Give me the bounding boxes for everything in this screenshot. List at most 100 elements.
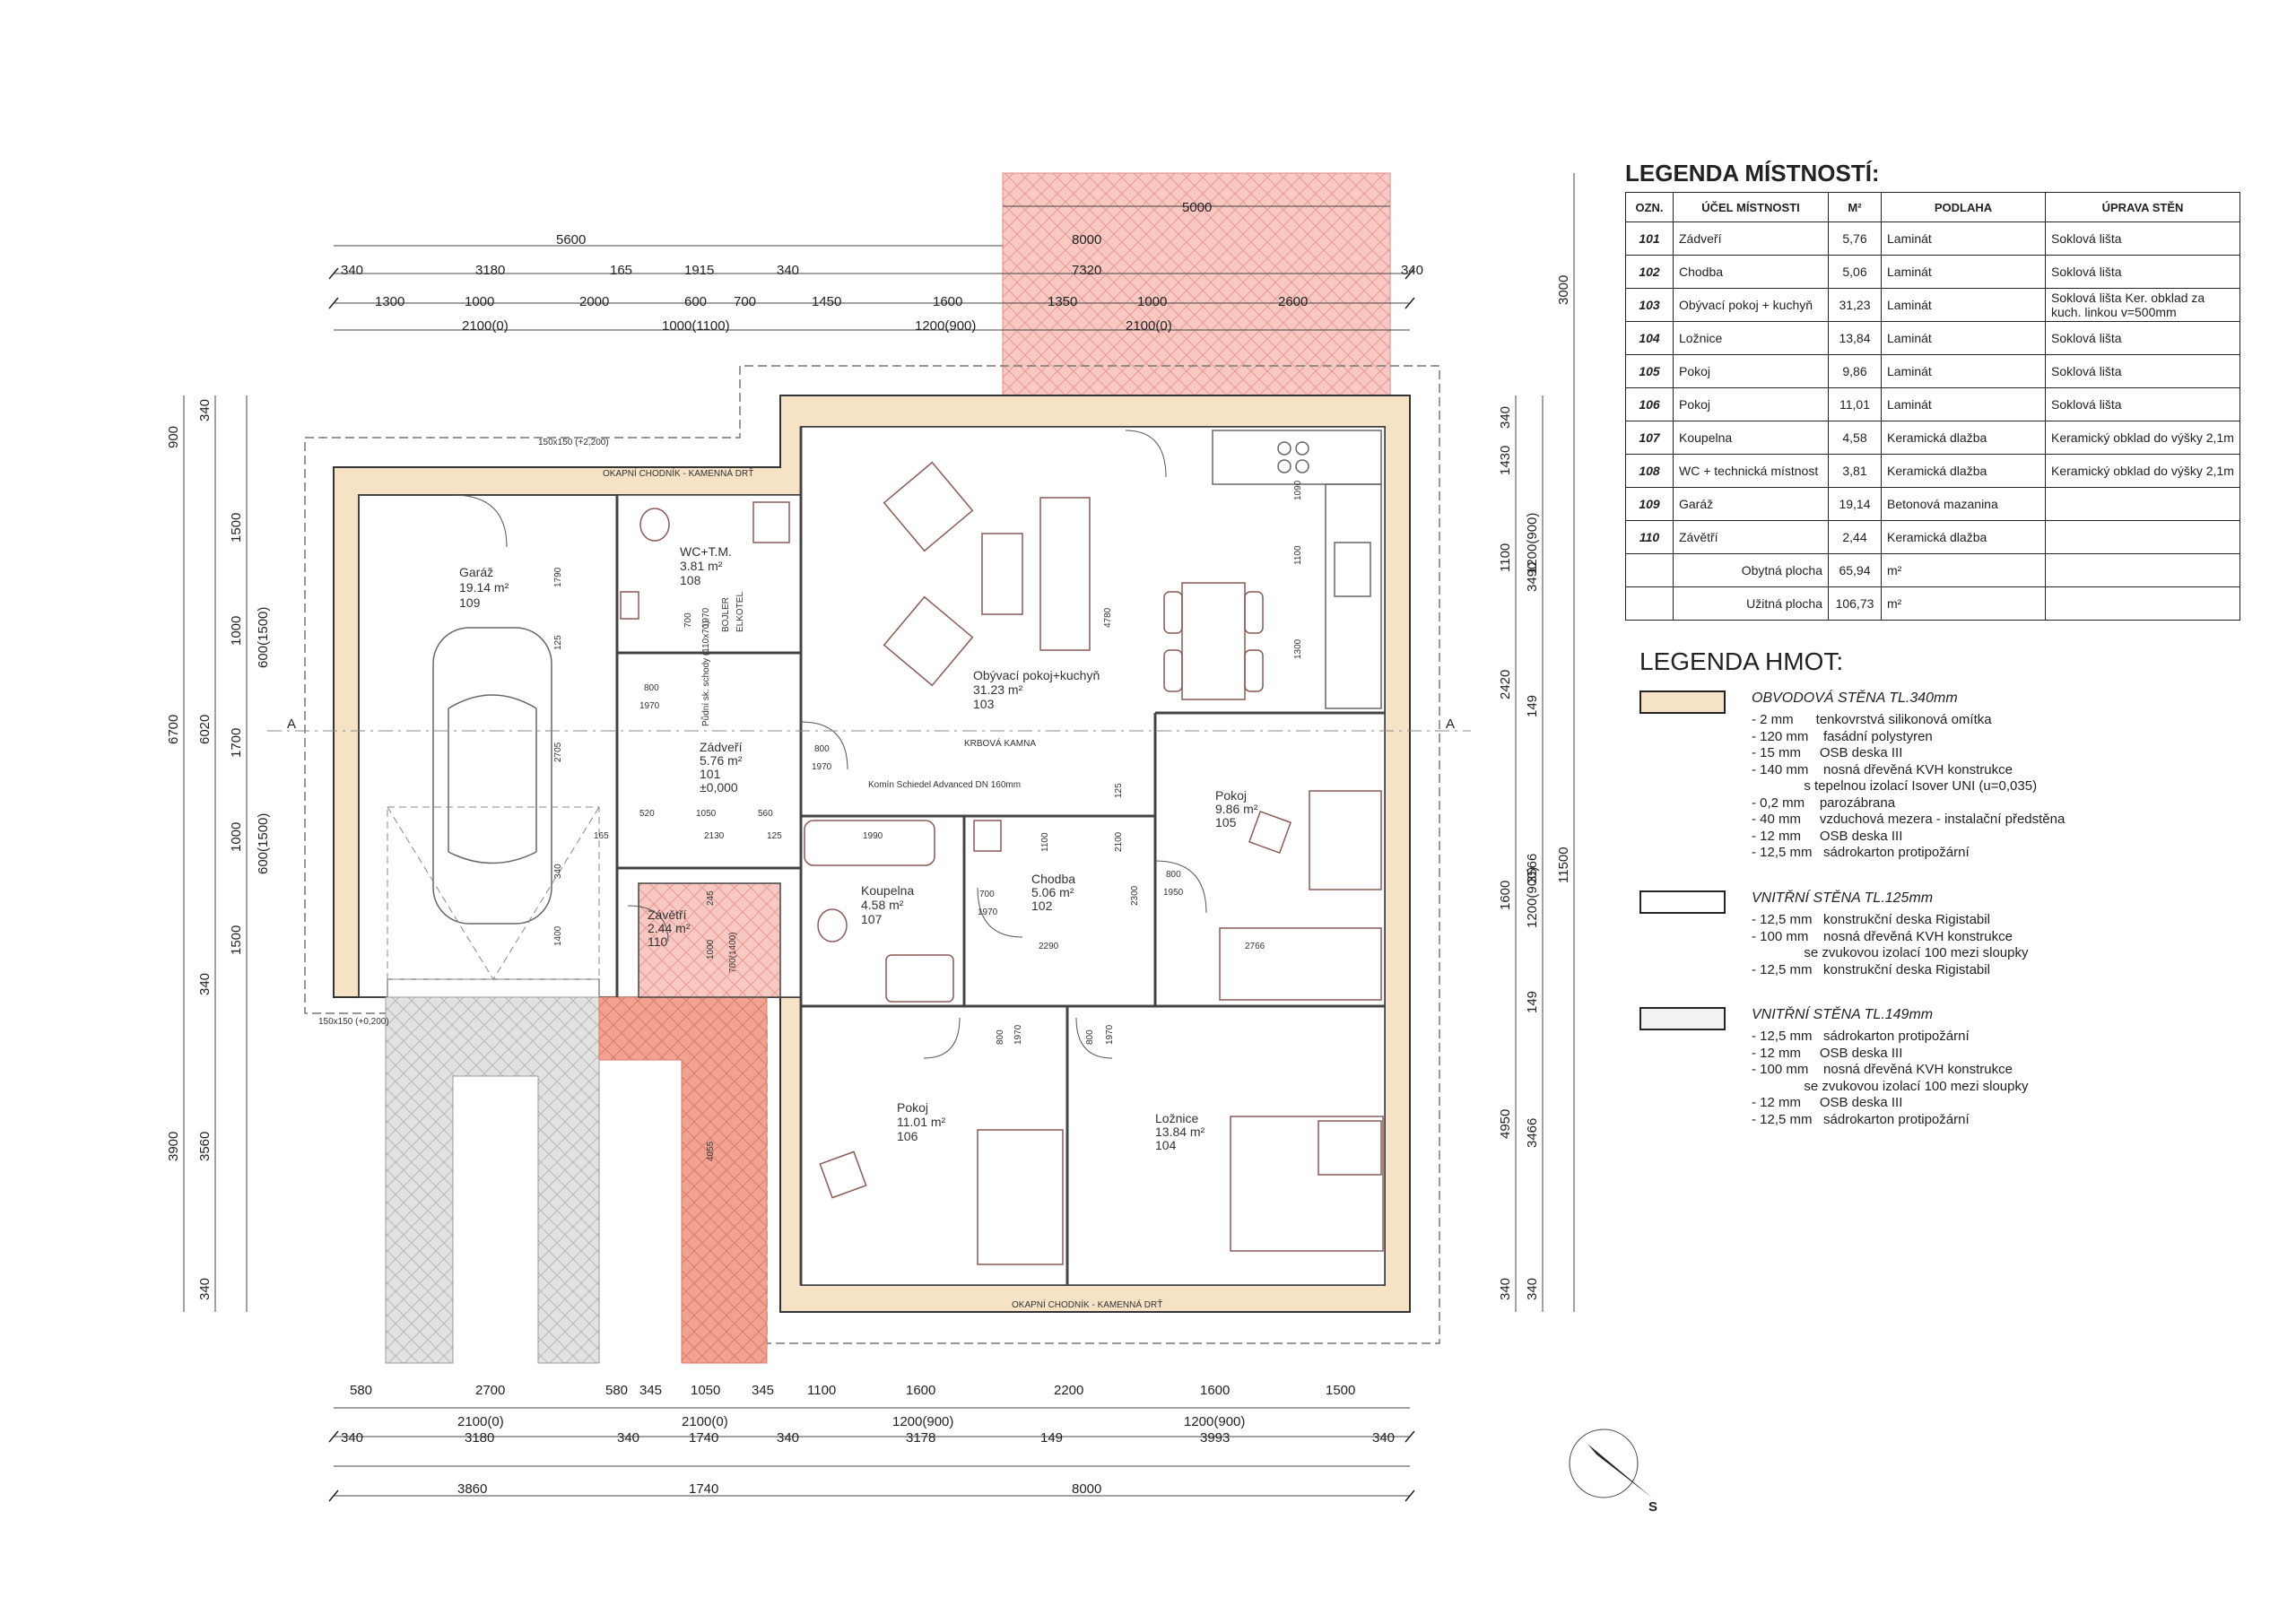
- room-legend-m2: 13,84: [1828, 321, 1882, 355]
- obytna-label: Obytná plocha: [1673, 553, 1829, 587]
- dim-bottom-r3-5: 3178: [906, 1430, 935, 1446]
- room-legend-m2: 31,23: [1828, 288, 1882, 322]
- room-legend-ozn: 110: [1625, 520, 1674, 554]
- garage-door: [387, 978, 600, 998]
- room-legend-uzitna: Užitná plocha 106,73 m²: [1625, 586, 2240, 621]
- dim-right-4950: 4950: [1498, 1109, 1513, 1139]
- room-legend-ucel: WC + technická místnost: [1673, 454, 1829, 488]
- dim-bottom-r1-0: 580: [350, 1383, 372, 1398]
- room-legend-ozn: 105: [1625, 354, 1674, 388]
- uzitna-value: 106,73: [1828, 586, 1882, 621]
- dim-left-1700: 1700: [229, 728, 244, 758]
- garage-entry-door-arc: [452, 494, 508, 548]
- room-level-zadveri: ±0,000: [700, 780, 738, 795]
- dim-inner-1970c: 1970: [812, 762, 832, 772]
- dim-right-1600: 1600: [1498, 881, 1513, 910]
- dim-inner-800b: 800: [814, 744, 830, 754]
- room-legend-uprava: Keramický obklad do výšky 2,1m: [2045, 454, 2240, 488]
- room-name-zadveri: Zádveří: [700, 740, 743, 754]
- dim-left-w1: 600(1500): [256, 607, 271, 668]
- dim-bottom-r1-3: 345: [639, 1383, 662, 1398]
- note-bojler: BOJLER: [721, 597, 731, 632]
- room-legend-uprava: Soklová lišta: [2045, 221, 2240, 256]
- dim-right-340e: 340: [1498, 1278, 1513, 1300]
- dim-inner-1400: 1400: [553, 925, 563, 946]
- room-legend-table: OZN. ÚČEL MÍSTNOSTI M² PODLAHA ÚPRAVA ST…: [1625, 192, 2240, 621]
- room-legend-m2: 5,06: [1828, 255, 1882, 289]
- room-legend-obytna: Obytná plocha 65,94 m²: [1625, 553, 2240, 587]
- dim-bottom-r1-7: 1600: [906, 1383, 935, 1398]
- dim-bottom-r2-1: 2100(0): [682, 1414, 728, 1429]
- room-legend-podlaha: Laminát: [1881, 255, 2046, 289]
- room-legend-ucel: Obývací pokoj + kuchyň: [1673, 288, 1829, 322]
- room-legend-ozn: 102: [1625, 255, 1674, 289]
- material-layer: - 12,5 mm sádrokarton protipožární: [1752, 1111, 1970, 1127]
- dim-bottom-r4-0: 3860: [457, 1481, 487, 1497]
- room-name-chodba: Chodba: [1031, 872, 1075, 886]
- entrance-path: [598, 996, 768, 1364]
- note-corner-top: 150x150 (+2,200): [538, 438, 609, 447]
- room-area-garaz: 19.14 m²: [459, 580, 509, 595]
- material-layers: - 12,5 mm sádrokarton protipožární- 12 m…: [1752, 1029, 2028, 1128]
- material-layer: - 40 mm vzduchová mezera - instalační př…: [1752, 812, 2066, 827]
- material-layer: - 15 mm OSB deska III: [1752, 745, 1903, 760]
- room-area-loznice: 13.84 m²: [1155, 1125, 1205, 1139]
- dining-table: [1163, 582, 1264, 700]
- material-layer: - 12 mm OSB deska III: [1752, 1095, 1903, 1110]
- material-layer: s tepelnou izolací Isover UNI (u=0,035): [1752, 778, 2038, 794]
- room-area-obyvaci: 31.23 m²: [973, 682, 1023, 697]
- dim-top-1600: 1600: [933, 294, 962, 309]
- dim-left-1000a: 1000: [229, 616, 244, 646]
- dim-inner-125c: 125: [1114, 783, 1124, 798]
- dim-inner-1950: 1950: [1163, 888, 1184, 898]
- material-layer: - 12,5 mm sádrokarton protipožární: [1752, 1029, 1970, 1044]
- dim-top-w3: 1200(900): [915, 318, 976, 334]
- material-layer: - 12 mm OSB deska III: [1752, 828, 1903, 844]
- room-num-chodba: 102: [1031, 899, 1053, 913]
- note-okapni-bottom: OKAPNÍ CHODNÍK - KAMENNÁ DRŤ: [1012, 1298, 1162, 1310]
- room-legend-m2: 9,86: [1828, 354, 1882, 388]
- dim-inner-1970e: 1970: [1013, 1024, 1023, 1045]
- room-legend-uprava: Soklová lišta Ker. obklad za kuch. linko…: [2045, 288, 2240, 322]
- dim-inner-560: 560: [758, 809, 773, 819]
- dim-left-340b: 340: [197, 1278, 213, 1300]
- material-layer: - 2 mm tenkovrstvá silikonová omítka: [1752, 712, 1992, 727]
- material-title: OBVODOVÁ STĚNA TL.340mm: [1752, 690, 1958, 706]
- material-title: VNITŘNÍ STĚNA TL.149mm: [1752, 1007, 1934, 1022]
- room-legend-m2: 11,01: [1828, 387, 1882, 421]
- dim-bottom-r1-1: 2700: [475, 1383, 505, 1398]
- room-legend-ucel: Pokoj: [1673, 354, 1829, 388]
- dim-bottom-r3-3: 1740: [689, 1430, 718, 1446]
- dim-inner-1090: 1090: [1293, 480, 1303, 500]
- dim-top-7320: 7320: [1072, 263, 1101, 278]
- dim-inner-2290: 2290: [1039, 942, 1059, 951]
- dim-inner-1790: 1790: [553, 567, 563, 587]
- dim-right-11500: 11500: [1556, 847, 1571, 883]
- room-legend-podlaha: Laminát: [1881, 288, 2046, 322]
- material-title: VNITŘNÍ STĚNA TL.125mm: [1752, 890, 1934, 906]
- dim-bottom-r3-1: 3180: [465, 1430, 494, 1446]
- material-layers: - 12,5 mm konstrukční deska Rigistabil- …: [1752, 912, 2028, 978]
- room-name-obyvaci: Obývací pokoj+kuchyň: [973, 668, 1100, 682]
- room-num-garaz: 109: [459, 595, 481, 610]
- material-layer: se zvukovou izolací 100 mezi sloupky: [1752, 1078, 2029, 1094]
- material-layer: - 120 mm fasádní polystyren: [1752, 728, 1933, 744]
- north-arrow-icon: S: [1569, 1429, 1657, 1515]
- porch-area: [638, 882, 781, 998]
- room-legend-uprava: Soklová lišta: [2045, 354, 2240, 388]
- room-legend-header: OZN. ÚČEL MÍSTNOSTI M² PODLAHA ÚPRAVA ST…: [1625, 192, 2240, 222]
- obytna-unit: m²: [1881, 553, 2046, 587]
- room-legend-podlaha: Betonová mazanina: [1881, 487, 2046, 521]
- dim-inner-125b: 125: [767, 831, 782, 841]
- dim-left-1000b: 1000: [229, 822, 244, 852]
- material-layer: - 0,2 mm parozábrana: [1752, 795, 1896, 811]
- dim-bottom-r3-8: 340: [1372, 1430, 1395, 1446]
- room-legend-uprava: [2045, 487, 2240, 521]
- dim-inner-700a: 700: [683, 612, 693, 628]
- note-okapni-top: OKAPNÍ CHODNÍK - KAMENNÁ DRŤ: [603, 467, 753, 479]
- dim-inner-340: 340: [553, 864, 563, 879]
